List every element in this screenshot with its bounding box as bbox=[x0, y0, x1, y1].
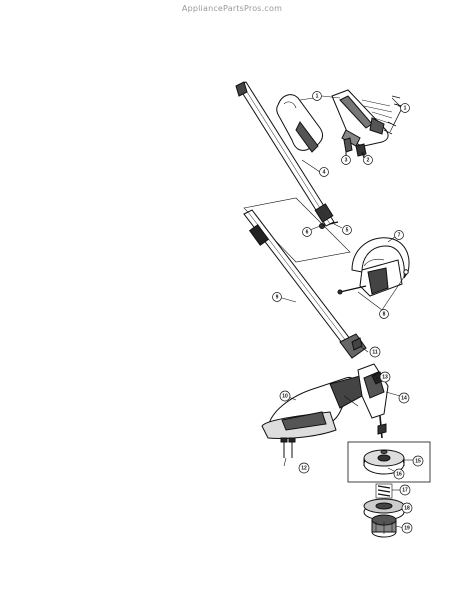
callout-circle bbox=[302, 227, 312, 237]
assist-handle bbox=[276, 94, 324, 153]
callout-circle bbox=[412, 455, 424, 467]
spool-hub bbox=[363, 449, 405, 475]
callout-c1a: 1 bbox=[312, 91, 322, 101]
callout-circle bbox=[398, 392, 410, 404]
callout-c5: 5 bbox=[342, 225, 352, 235]
callout-label: 6 bbox=[306, 229, 309, 235]
callout-label: 12 bbox=[301, 465, 307, 471]
callout-c15: 15 bbox=[412, 455, 424, 467]
callout-circle bbox=[341, 155, 351, 165]
callout-label: 9 bbox=[276, 294, 279, 300]
callout-label: 19 bbox=[404, 525, 410, 531]
callout-label: 18 bbox=[404, 505, 410, 511]
callout-circle bbox=[394, 230, 404, 240]
callout-c10: 10 bbox=[279, 390, 291, 402]
callout-c14: 14 bbox=[398, 392, 410, 404]
callout-c8: 8 bbox=[379, 309, 389, 319]
callout-circle bbox=[279, 390, 291, 402]
upper-shaft bbox=[235, 81, 335, 227]
spring bbox=[375, 483, 393, 499]
callout-label: 10 bbox=[282, 393, 288, 399]
callout-circle bbox=[369, 346, 381, 358]
callout-c9: 9 bbox=[272, 292, 282, 302]
callout-label: 3 bbox=[345, 157, 348, 163]
callout-label: 4 bbox=[323, 169, 326, 175]
line-spool bbox=[363, 498, 405, 521]
callout-c13: 13 bbox=[379, 371, 391, 383]
callout-label: 11 bbox=[372, 349, 378, 355]
callout-c16: 16 bbox=[393, 468, 405, 480]
callout-label: 1 bbox=[404, 105, 407, 111]
callout-label: 1 bbox=[316, 93, 319, 99]
guard-screws bbox=[280, 437, 296, 458]
lower-shaft bbox=[243, 209, 367, 359]
throttle-housing bbox=[331, 89, 393, 147]
callout-c19: 19 bbox=[401, 522, 413, 534]
callout-label: 15 bbox=[415, 458, 421, 464]
callout-label: 8 bbox=[383, 311, 386, 317]
callout-circle bbox=[363, 155, 373, 165]
callout-c4: 4 bbox=[319, 167, 329, 177]
callout-label: 2 bbox=[367, 157, 370, 163]
callout-circle bbox=[379, 371, 391, 383]
callout-circle bbox=[401, 522, 413, 534]
callout-c11: 11 bbox=[369, 346, 381, 358]
callout-label: 16 bbox=[396, 471, 402, 477]
callout-label: 17 bbox=[402, 487, 408, 493]
callout-c2: 2 bbox=[363, 155, 373, 165]
callout-c17: 17 bbox=[399, 484, 411, 496]
callout-circle bbox=[401, 502, 413, 514]
callout-c18: 18 bbox=[401, 502, 413, 514]
callout-label: 5 bbox=[346, 227, 349, 233]
callout-c6: 6 bbox=[302, 227, 312, 237]
callout-circle bbox=[399, 484, 411, 496]
hub-box bbox=[347, 441, 431, 483]
label-sheet bbox=[243, 197, 351, 263]
callout-circle bbox=[298, 462, 310, 474]
callout-label: 13 bbox=[382, 374, 388, 380]
callout-circle bbox=[342, 225, 352, 235]
clamp-bolt bbox=[351, 337, 363, 351]
debris-guard bbox=[261, 375, 363, 439]
housing-screws bbox=[383, 95, 403, 135]
callout-c7: 7 bbox=[394, 230, 404, 240]
callout-label: 7 bbox=[398, 232, 401, 238]
bump-knob bbox=[371, 514, 397, 538]
callout-c3: 3 bbox=[341, 155, 351, 165]
callout-circle bbox=[379, 309, 389, 319]
callout-circle bbox=[393, 468, 405, 480]
callout-label: 14 bbox=[401, 395, 407, 401]
d-handle-hardware bbox=[337, 269, 409, 295]
callout-c12: 12 bbox=[298, 462, 310, 474]
callout-circle bbox=[312, 91, 322, 101]
callout-circle bbox=[272, 292, 282, 302]
callout-circle bbox=[400, 103, 410, 113]
callout-circle bbox=[319, 167, 329, 177]
callout-c1b: 1 bbox=[400, 103, 410, 113]
d-handle bbox=[351, 237, 410, 297]
watermark: AppliancePartsPros.com bbox=[181, 4, 283, 13]
